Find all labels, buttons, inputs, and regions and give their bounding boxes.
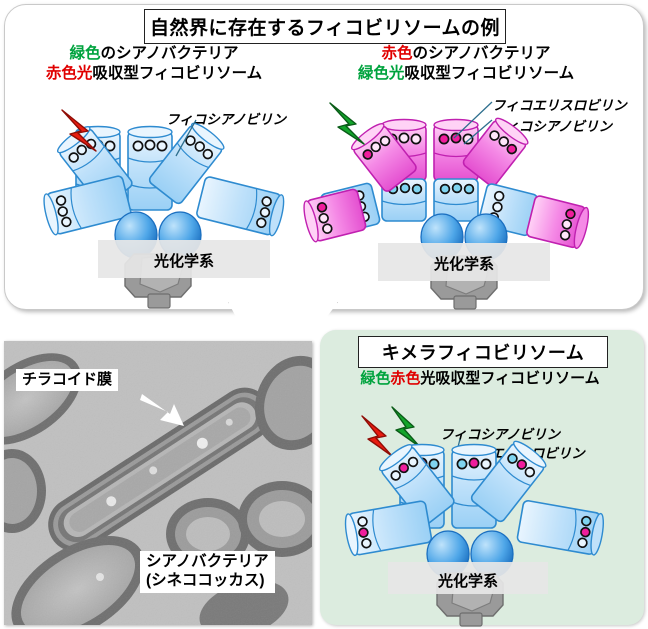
right-caption-line2: 緑色光吸収型フィコビリソーム	[357, 65, 575, 83]
pigment-label-phycocyanobilin-right: フィコシアノビリン	[492, 119, 613, 134]
leader-lines-right	[453, 101, 493, 145]
white-arrow-icon	[140, 394, 184, 426]
photosystem-label-left: 光化学系	[153, 253, 214, 270]
photosystem-label-chimera: 光化学系	[437, 573, 498, 590]
green-lightning-icon	[329, 102, 365, 145]
chimera-title: キメラフィコビリソーム	[358, 336, 608, 368]
left-caption-line2: 赤色光吸収型フィコビリソーム	[45, 65, 263, 83]
leader-line-left	[175, 119, 197, 157]
pigment-label-phycoerythrobilin-right: フィコエリスロビリン	[492, 98, 627, 113]
photosystem-band-chimera	[388, 562, 548, 594]
thylakoid-membrane-label: チラコイド膜	[16, 369, 119, 392]
photosystem-band-right	[378, 243, 550, 281]
photosystem-label-right: 光化学系	[433, 256, 494, 273]
left-caption: 緑色のシアノバクテリア 赤色光吸収型フィコビリソーム	[18, 44, 290, 85]
organism-label-line2: (シネココッカス)	[146, 571, 265, 589]
page-title: 自然界に存在するフィコビリソームの例	[144, 9, 506, 44]
organism-label: シアノバクテリア (シネココッカス)	[140, 551, 275, 593]
left-phycobilisome-diagram	[43, 122, 285, 309]
red-lightning-icon	[61, 109, 97, 152]
right-phycobilisome-diagram	[303, 117, 590, 310]
pigment-label-phycocyanobilin-chimera: フィコシアノビリン	[440, 427, 561, 442]
chimera-caption: 緑色赤色光吸収型フィコビリソーム	[360, 370, 600, 387]
photosystem-band-left	[98, 240, 270, 278]
organism-label-line1: シアノバクテリア	[146, 553, 269, 570]
right-caption: 赤色のシアノバクテリア 緑色光吸収型フィコビリソーム	[316, 44, 616, 85]
right-caption-line1: 赤色のシアノバクテリア	[381, 45, 551, 62]
left-caption-line1: 緑色のシアノバクテリア	[69, 45, 239, 62]
